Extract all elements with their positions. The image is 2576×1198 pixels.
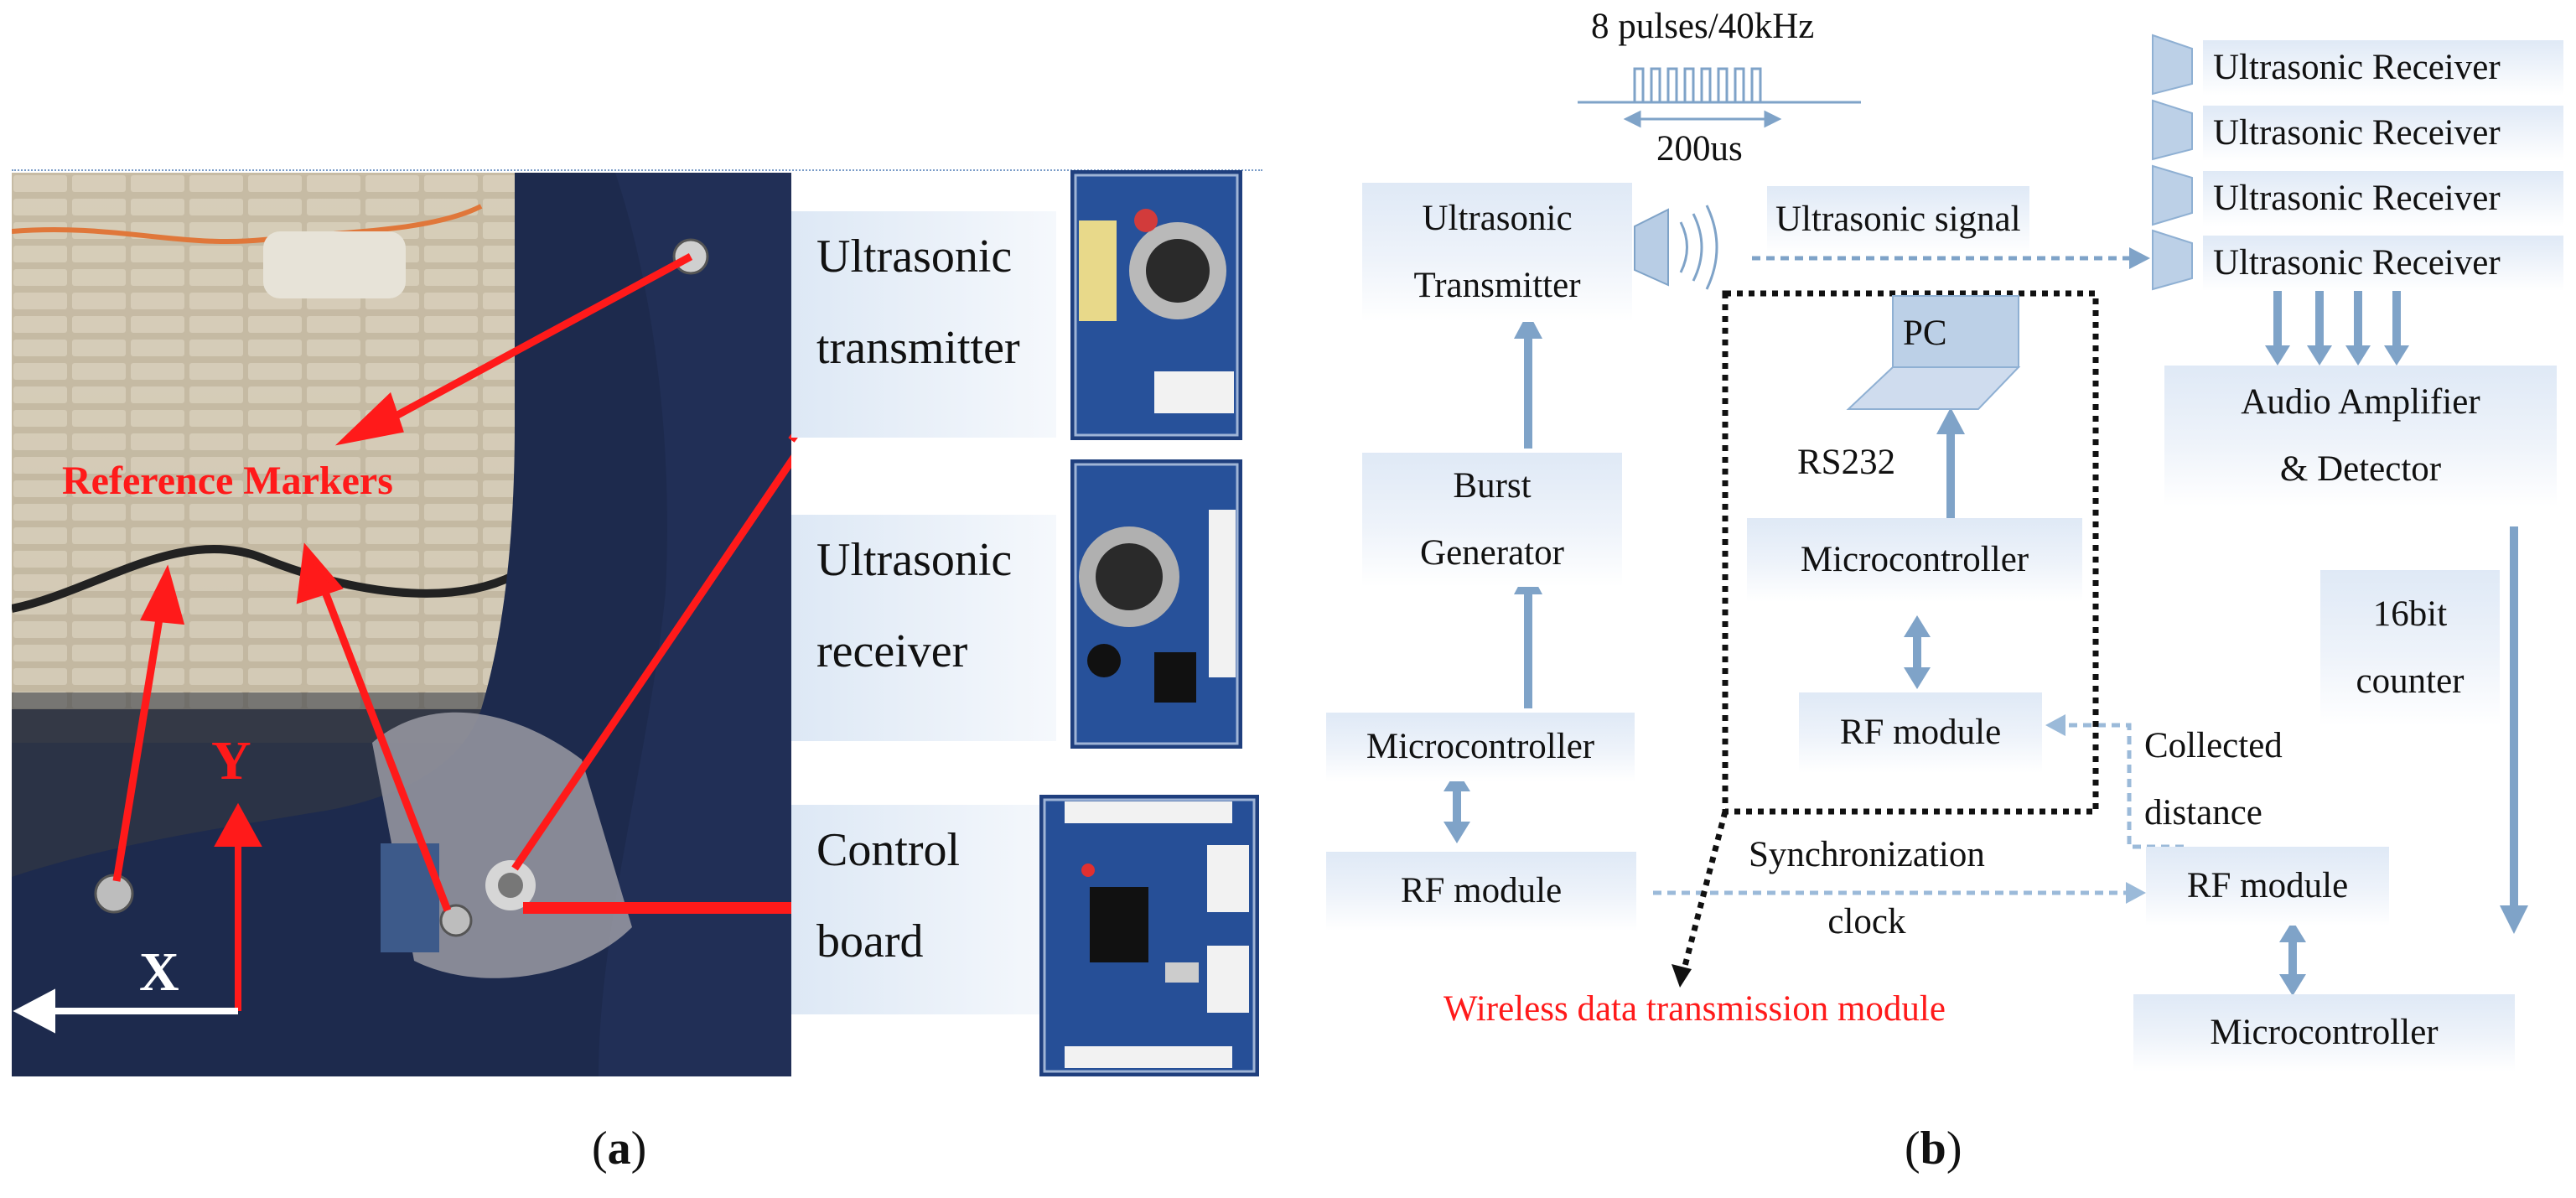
collected-distance-label: Collected distance <box>2144 726 2283 832</box>
axis-y-label: Y <box>211 730 251 791</box>
pc-label: PC <box>1903 314 1947 353</box>
caption-b: (b) <box>1905 1123 1962 1175</box>
audio-amplifier-box: Audio Amplifier & Detector <box>2164 366 2557 506</box>
pulse-label: 8 pulses/40kHz <box>1591 7 1815 46</box>
rf-module-left-box: RF module <box>1326 852 1636 931</box>
control-board-label: Control board <box>791 805 1056 1014</box>
microcontroller-left-box: Microcontroller <box>1326 713 1635 781</box>
ultrasonic-receiver-2: Ultrasonic Receiver <box>2203 106 2563 161</box>
foot-photo <box>12 173 791 1076</box>
wireless-module-label: Wireless data transmission module <box>1443 989 1946 1029</box>
sound-wave-icon <box>1679 205 1718 290</box>
caption-a: (a) <box>592 1123 647 1175</box>
reference-markers-label: Reference Markers <box>62 459 393 503</box>
ultrasonic-receiver-1: Ultrasonic Receiver <box>2203 40 2563 96</box>
burst-generator-box: Burst Generator <box>1362 453 1622 587</box>
speaker-icon <box>1634 208 1669 287</box>
pulse-width-label: 200us <box>1656 129 1743 169</box>
control-board-arrow <box>523 902 791 914</box>
control-board-photo <box>1039 795 1259 1076</box>
transmitter-module-photo <box>1070 170 1242 440</box>
microcontroller-center-box: Microcontroller <box>1747 518 2082 602</box>
receiver-flags <box>2152 34 2193 291</box>
ultrasonic-receiver-3: Ultrasonic Receiver <box>2203 171 2563 226</box>
microcontroller-right-box: Microcontroller <box>2133 994 2515 1071</box>
selection-frame <box>12 169 1262 1076</box>
transmitter-label: Ultrasonic transmitter <box>791 211 1056 438</box>
reference-marker-heel <box>439 904 473 937</box>
pulse-train <box>1578 67 1861 128</box>
receiver-module-photo <box>1070 459 1242 749</box>
ultrasonic-signal-label: Ultrasonic signal <box>1767 186 2029 253</box>
ultrasonic-transmitter-box: Ultrasonic Transmitter <box>1362 183 1632 322</box>
receiver-label: Ultrasonic receiver <box>791 515 1056 741</box>
counter-box: 16bit counter <box>2320 570 2500 726</box>
rf-module-center-box: RF module <box>1799 692 2042 773</box>
foot-photo-illustration <box>12 173 791 1076</box>
wireless-boundary <box>1680 290 2099 973</box>
axis-x-label: X <box>139 941 179 1003</box>
rs232-label: RS232 <box>1797 443 1896 482</box>
pc-icon <box>1846 295 2021 410</box>
ultrasonic-receiver-4: Ultrasonic Receiver <box>2203 236 2563 291</box>
sync-clock-label: Synchronization clock <box>1749 835 1985 941</box>
rf-module-right-box: RF module <box>2146 847 2389 926</box>
